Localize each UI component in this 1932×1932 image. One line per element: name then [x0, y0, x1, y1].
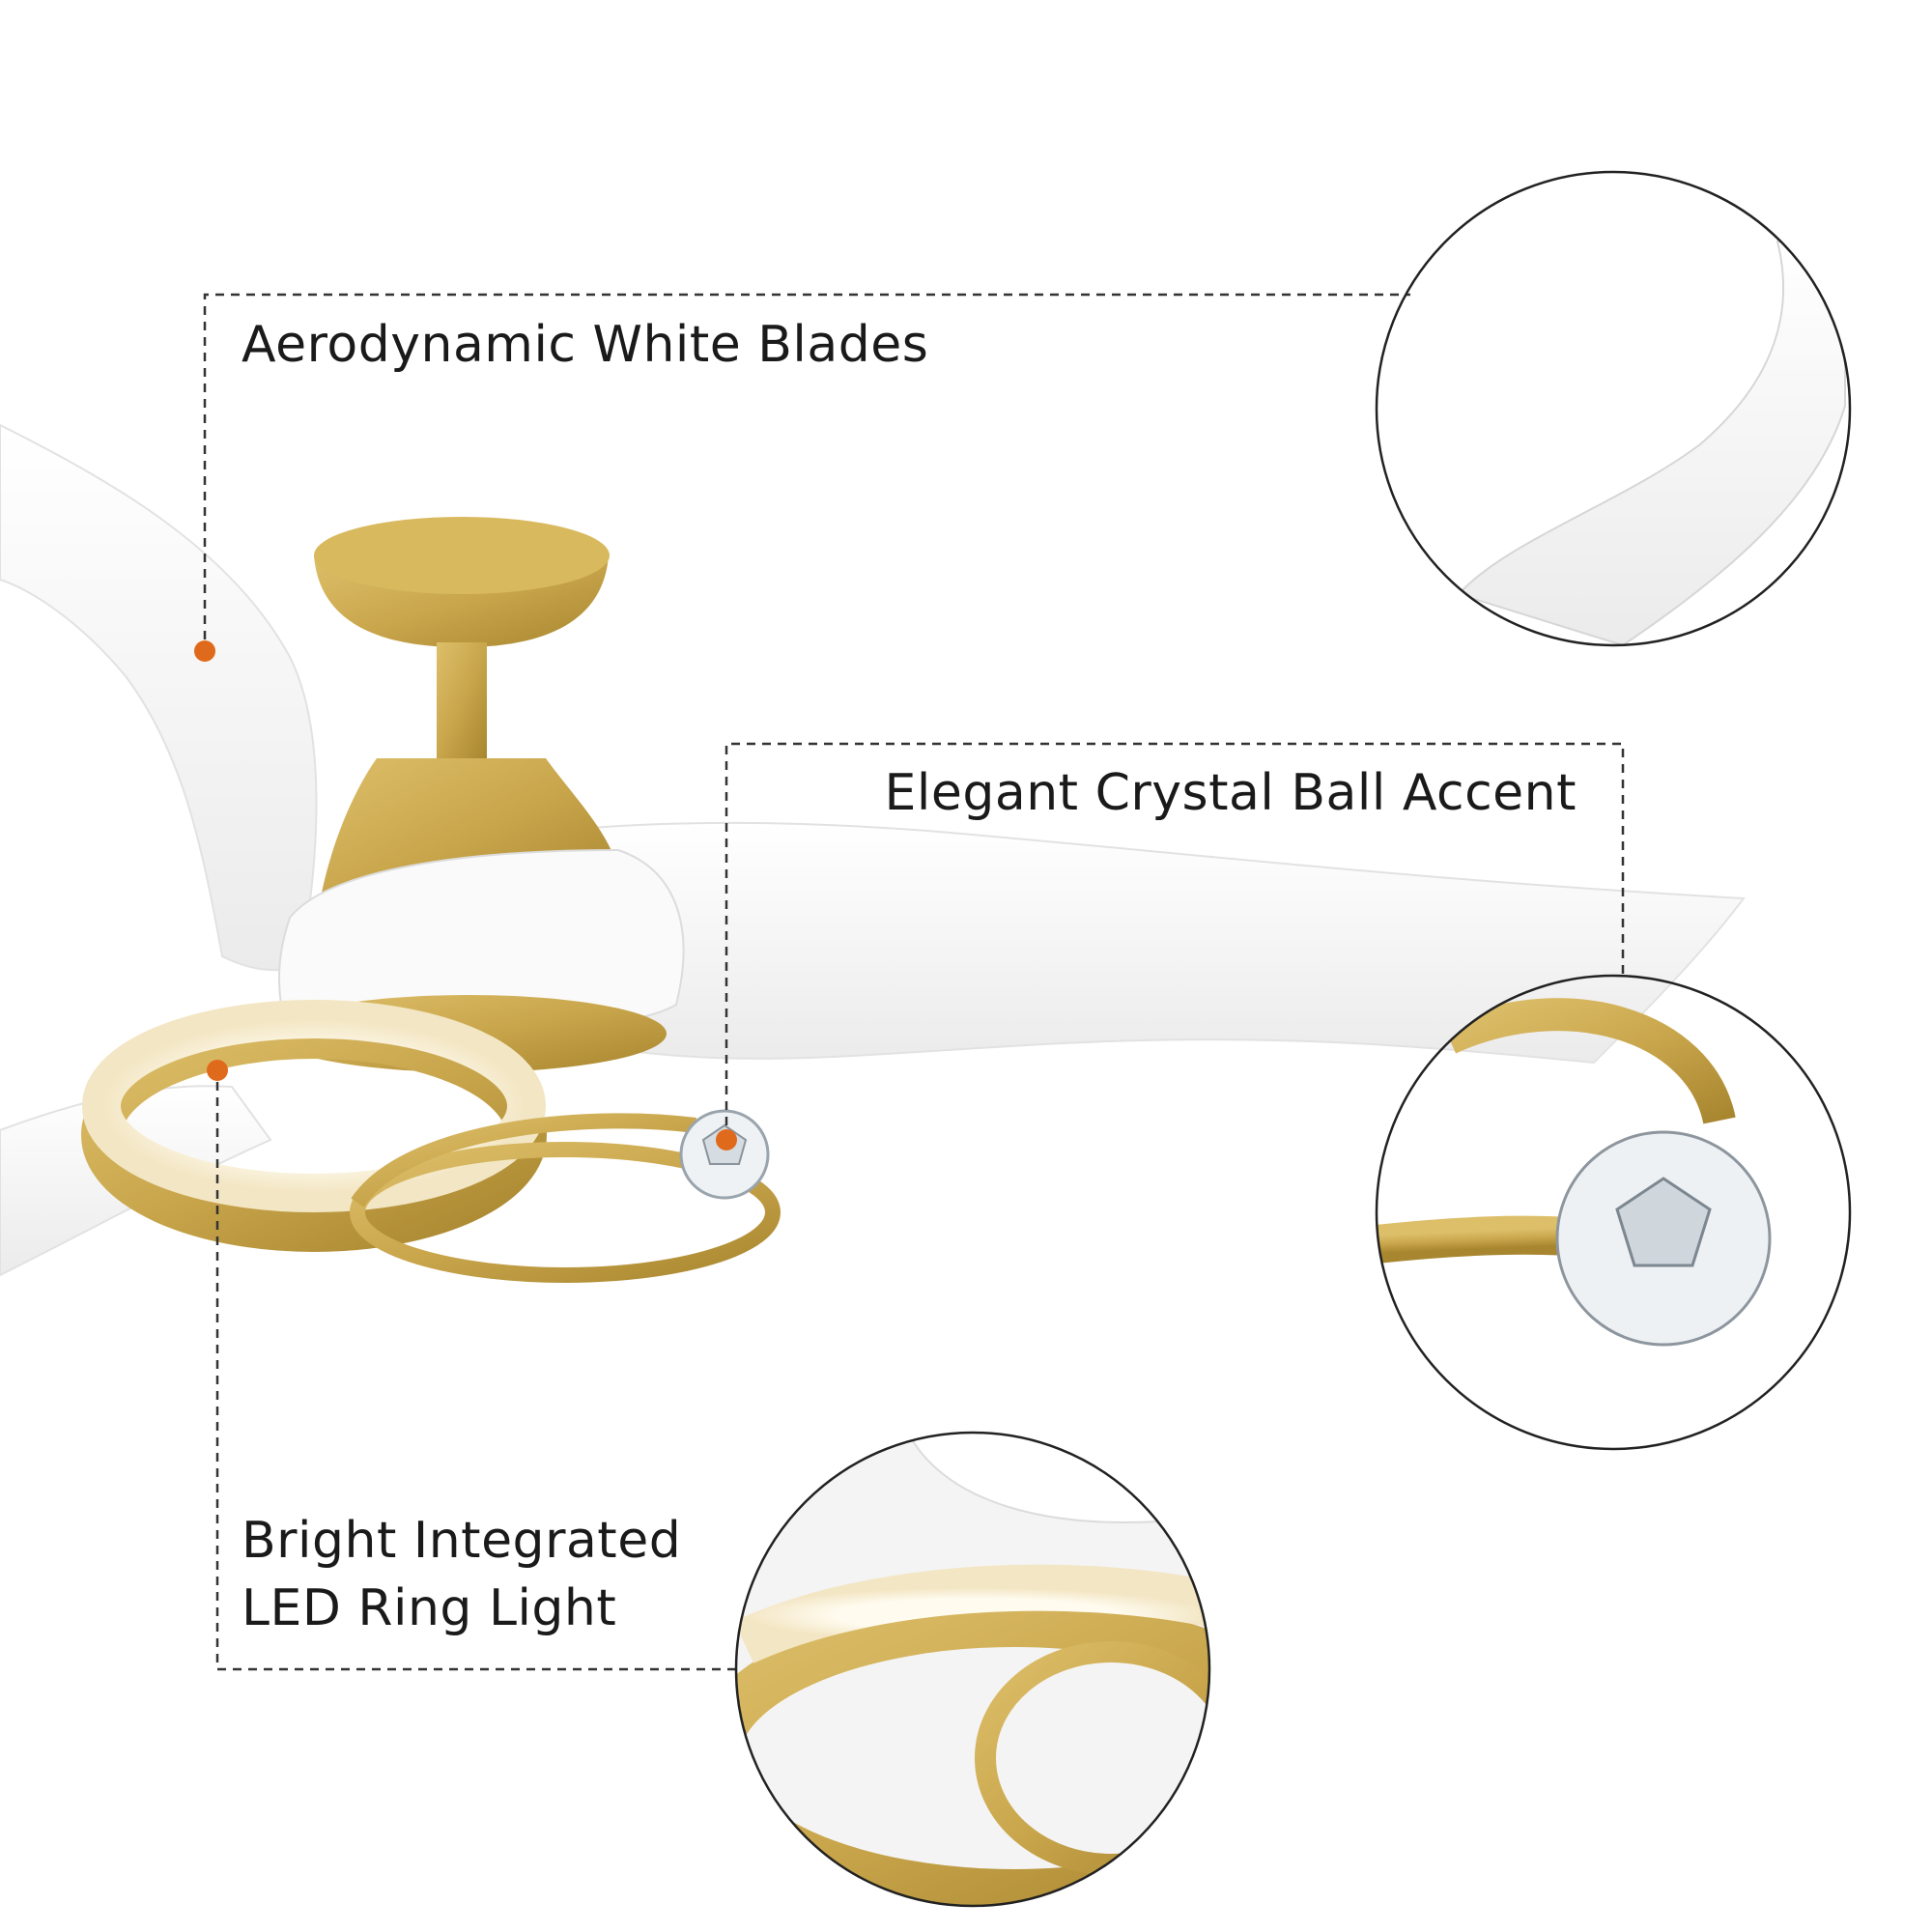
label-led-line-2: LED Ring Light — [242, 1579, 617, 1637]
marker-led — [207, 1060, 228, 1081]
label-aerodynamic-blades: Aerodynamic White Blades — [242, 316, 929, 374]
label-led-ring-light: Bright Integrated LED Ring Light — [242, 1507, 681, 1642]
fan-blades — [0, 423, 1746, 1277]
detail-blade-zoom — [1375, 170, 1852, 647]
detail-crystal-zoom — [1375, 974, 1852, 1451]
fan-motor-assembly — [270, 517, 685, 1072]
label-led-line-1: Bright Integrated — [242, 1512, 682, 1570]
leader-led — [215, 1082, 736, 1671]
blade-left — [0, 423, 318, 972]
decorative-ring-arm — [350, 1113, 781, 1283]
crystal-ball — [679, 1109, 770, 1200]
marker-blades — [194, 640, 215, 662]
leader-lines — [203, 293, 1625, 1671]
leader-blades — [203, 293, 1410, 639]
downrod — [437, 642, 487, 758]
leader-crystal — [724, 742, 1625, 1125]
label-crystal-ball-accent: Elegant Crystal Ball Accent — [884, 764, 1577, 822]
canopy-top — [314, 517, 610, 594]
detail-led-zoom — [734, 1431, 1211, 1908]
marker-crystal — [716, 1129, 737, 1151]
blade-right — [404, 821, 1746, 1065]
